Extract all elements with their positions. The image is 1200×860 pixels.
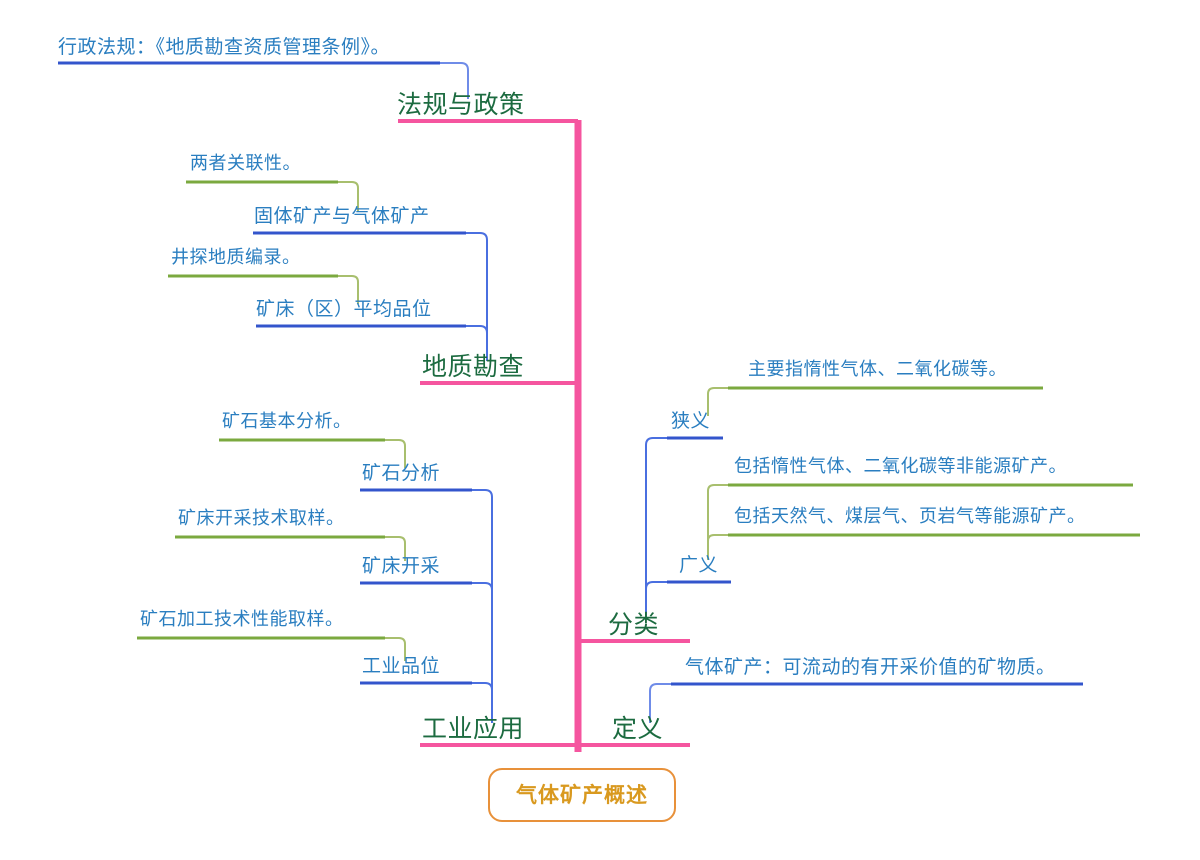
leaf-label-industrial-2-0: 矿石加工技术性能取样。	[140, 609, 344, 630]
leaf-node-regulations-0[interactable]: 行政法规：《地质勘查资质管理条例》。	[58, 38, 390, 57]
branch-node-survey[interactable]: 地质勘查	[422, 354, 524, 379]
child-node-classification-1[interactable]: 广义	[679, 556, 718, 575]
branch-label-regulations: 法规与政策	[397, 90, 525, 119]
trunk-group	[398, 119, 690, 752]
wire-survey	[466, 232, 488, 361]
child-node-survey-1[interactable]: 矿床（区）平均品位	[256, 300, 432, 319]
child-label-survey-1: 矿床（区）平均品位	[256, 298, 432, 320]
child-node-survey-0[interactable]: 固体矿产与气体矿产	[254, 207, 430, 226]
leaf-label-survey-0-0: 两者关联性。	[190, 153, 301, 174]
branch-node-classification[interactable]: 分类	[608, 612, 659, 637]
leaf-node-classification-1-1[interactable]: 包括天然气、煤层气、页岩气等能源矿产。	[734, 508, 1086, 526]
leaf-node-survey-0-0[interactable]: 两者关联性。	[190, 155, 301, 173]
root-node-label: 气体矿产概述	[516, 783, 648, 807]
leaf-label-regulations-0: 行政法规：《地质勘查资质管理条例》。	[58, 36, 391, 58]
leaf-label-classification-0-0: 主要指惰性气体、二氧化碳等。	[748, 359, 1007, 380]
leaf-node-industrial-1-0[interactable]: 矿床开采技术取样。	[178, 510, 345, 528]
child-node-industrial-0[interactable]: 矿石分析	[362, 464, 440, 483]
leaf-node-definition-0[interactable]: 气体矿产：可流动的有开采价值的矿物质。	[685, 658, 1056, 677]
child-node-industrial-2[interactable]: 工业品位	[362, 657, 440, 676]
leaf-label-industrial-0-0: 矿石基本分析。	[222, 411, 352, 432]
leaf-label-industrial-1-0: 矿床开采技术取样。	[178, 508, 345, 529]
branch-node-definition[interactable]: 定义	[612, 716, 663, 741]
leaf-node-industrial-0-0[interactable]: 矿石基本分析。	[222, 413, 352, 431]
child-label-classification-0: 狭义	[671, 410, 711, 432]
wire-classification	[645, 437, 667, 619]
leaf-node-classification-0-0[interactable]: 主要指惰性气体、二氧化碳等。	[748, 361, 1007, 379]
wire-industrial	[472, 489, 493, 723]
child-node-classification-0[interactable]: 狭义	[671, 412, 710, 431]
leaf-label-classification-1-0: 包括惰性气体、二氧化碳等非能源矿产。	[734, 456, 1067, 477]
leaf-node-industrial-2-0[interactable]: 矿石加工技术性能取样。	[140, 611, 344, 629]
leaf-label-survey-1-0: 井探地质编录。	[171, 247, 301, 268]
root-node[interactable]: 气体矿产概述	[488, 768, 676, 822]
branch-label-survey: 地质勘查	[422, 352, 525, 381]
leaf-node-survey-1-0[interactable]: 井探地质编录。	[171, 249, 301, 267]
leaf-label-definition-0: 气体矿产：可流动的有开采价值的矿物质。	[685, 656, 1056, 678]
child-label-survey-0: 固体矿产与气体矿产	[254, 205, 430, 227]
child-label-industrial-2: 工业品位	[362, 655, 441, 677]
child-label-industrial-0: 矿石分析	[362, 462, 441, 484]
wire-narrow	[707, 387, 728, 416]
branch-node-regulations[interactable]: 法规与政策	[397, 92, 525, 117]
branch-label-industrial: 工业应用	[422, 714, 525, 743]
branch-node-industrial[interactable]: 工业应用	[422, 716, 524, 741]
child-label-classification-1: 广义	[679, 554, 719, 576]
child-node-industrial-1[interactable]: 矿床开采	[362, 557, 440, 576]
wire-broad	[707, 484, 728, 560]
leaf-node-classification-1-0[interactable]: 包括惰性气体、二氧化碳等非能源矿产。	[734, 458, 1067, 476]
child-label-industrial-1: 矿床开采	[362, 555, 441, 577]
branch-label-classification: 分类	[608, 610, 660, 639]
branch-label-definition: 定义	[612, 714, 664, 743]
leaf-label-classification-1-1: 包括天然气、煤层气、页岩气等能源矿产。	[734, 506, 1086, 527]
